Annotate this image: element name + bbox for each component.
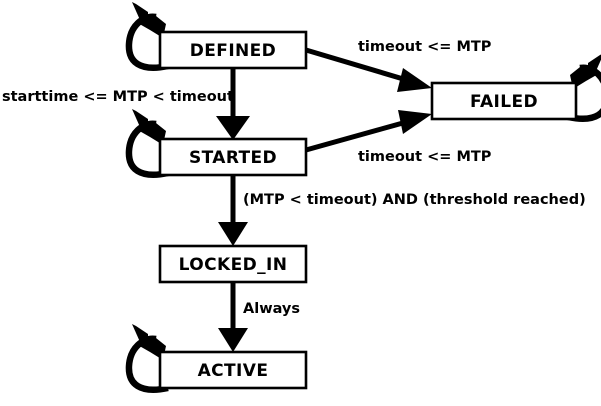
state-box-started-rect: [158, 137, 308, 177]
state-label-locked-in: LOCKED_IN: [179, 255, 288, 275]
self-loop-defined[interactable]: [125, 2, 169, 71]
self-loop-active-arrowhead-tail: [132, 324, 148, 346]
edge-defined-to-failed-arrowhead: [397, 68, 432, 92]
edge-defined-to-started-arrowhead: [216, 116, 250, 140]
edge-label-mtp-threshold: (MTP < timeout) AND (threshold reached): [243, 192, 586, 208]
edge-defined-to-failed-line: [305, 47, 411, 84]
state-box-defined[interactable]: DEFINED: [158, 30, 308, 70]
edge-label-starttime-mtp-timeout: starttime <= MTP < timeout: [2, 89, 234, 105]
state-box-defined-rect: [158, 30, 308, 70]
edge-started-to-failed-line: [305, 118, 411, 153]
edge-defined-to-started[interactable]: [216, 68, 250, 140]
state-box-active[interactable]: ACTIVE: [158, 350, 308, 390]
state-box-locked-in[interactable]: LOCKED_IN: [158, 244, 308, 284]
state-label-active: ACTIVE: [198, 361, 269, 381]
self-loop-started[interactable]: [125, 109, 169, 178]
edge-defined-to-failed[interactable]: [305, 47, 432, 92]
edge-locked-in-to-active-arrowhead: [218, 328, 248, 352]
edge-label-always: Always: [243, 301, 300, 317]
edge-locked-in-to-active[interactable]: [218, 282, 248, 352]
edge-label-timeout-mtp-top: timeout <= MTP: [358, 39, 492, 55]
state-box-failed-rect: [430, 81, 578, 121]
edge-started-to-locked-in-arrowhead: [218, 222, 248, 246]
state-label-started: STARTED: [189, 148, 277, 168]
edge-started-to-failed-arrowhead: [398, 110, 432, 134]
state-box-locked-in-rect: [158, 244, 308, 284]
self-loop-failed-arrowhead-tail: [588, 54, 601, 75]
self-loop-started-arrowhead-tail: [132, 109, 148, 131]
edge-started-to-failed[interactable]: [305, 110, 432, 153]
state-box-started[interactable]: STARTED: [158, 137, 308, 177]
state-box-active-rect: [158, 350, 308, 390]
self-loop-active[interactable]: [125, 324, 169, 393]
self-loop-failed[interactable]: [567, 53, 601, 122]
self-loop-defined-arrowhead-tail: [132, 2, 148, 24]
state-label-failed: FAILED: [470, 92, 538, 112]
state-label-defined: DEFINED: [190, 41, 276, 61]
state-box-failed[interactable]: FAILED: [430, 81, 578, 121]
edge-label-timeout-mtp-bottom: timeout <= MTP: [358, 149, 492, 165]
edge-started-to-locked-in[interactable]: [218, 175, 248, 246]
